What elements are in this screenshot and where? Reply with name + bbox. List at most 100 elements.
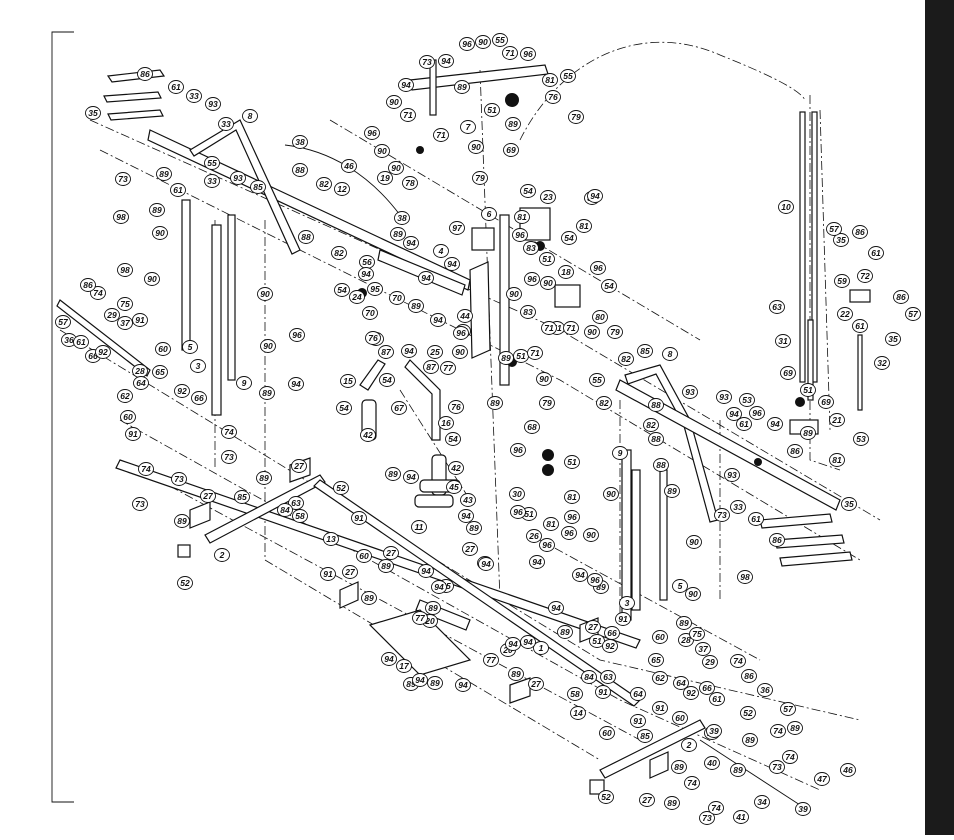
callout-number: 74: [733, 656, 743, 666]
callout-bubble: [412, 611, 428, 625]
callout-bubble: [177, 576, 193, 590]
part-callout-87: 87: [423, 360, 439, 374]
part-callout-88: 88: [648, 398, 664, 412]
callout-bubble: [191, 391, 207, 405]
callout-number: 89: [177, 516, 187, 526]
part-callout-70: 70: [362, 306, 378, 320]
callout-bubble: [125, 427, 141, 441]
callout-number: 89: [790, 723, 800, 733]
callout-number: 96: [752, 408, 762, 418]
part-callout-66: 66: [191, 391, 207, 405]
callout-bubble: [367, 282, 383, 296]
callout-bubble: [564, 510, 580, 524]
callout-number: 35: [88, 108, 98, 118]
callout-bubble: [730, 763, 746, 777]
callout-number: 54: [337, 285, 347, 295]
part-callout-94: 94: [412, 673, 428, 687]
part-callout-94: 94: [767, 417, 783, 431]
callout-number: 91: [618, 614, 628, 624]
part-callout-79: 79: [539, 396, 555, 410]
callout-bubble: [452, 345, 468, 359]
part-callout-41: 41: [733, 810, 749, 824]
callout-bubble: [205, 97, 221, 111]
callout-number: 90: [509, 289, 519, 299]
part-callout-79: 79: [607, 325, 623, 339]
callout-bubble: [412, 673, 428, 687]
callout-number: 98: [120, 265, 130, 275]
callout-number: 35: [836, 235, 846, 245]
callout-bubble: [741, 669, 757, 683]
part-callout-89: 89: [385, 467, 401, 481]
callout-number: 91: [323, 569, 333, 579]
callout-bubble: [868, 246, 884, 260]
callout-bubble: [533, 641, 549, 655]
callout-number: 55: [592, 375, 602, 385]
part-callout-86: 86: [137, 67, 153, 81]
callout-bubble: [826, 222, 842, 236]
part-callout-89: 89: [361, 591, 377, 605]
callout-bubble: [695, 642, 711, 656]
part-callout-90: 90: [686, 535, 702, 549]
callout-number: 82: [319, 179, 329, 189]
callout-number: 94: [361, 269, 371, 279]
part-callout-89: 89: [671, 760, 687, 774]
callout-number: 3: [196, 361, 201, 371]
part-callout-55: 55: [560, 69, 576, 83]
callout-number: 61: [173, 185, 183, 195]
part-callout-64: 64: [133, 376, 149, 390]
callout-bubble: [400, 108, 416, 122]
callout-number: 63: [603, 672, 613, 682]
part-callout-22: 22: [837, 307, 853, 321]
callout-number: 86: [83, 280, 93, 290]
callout-bubble: [509, 487, 525, 501]
part-callout-63: 63: [288, 496, 304, 510]
callout-bubble: [472, 171, 488, 185]
callout-bubble: [377, 171, 393, 185]
part-callout-90: 90: [475, 35, 491, 49]
callout-bubble: [852, 319, 868, 333]
callout-bubble: [411, 520, 427, 534]
callout-number: 87: [426, 362, 437, 372]
callout-number: 90: [147, 274, 157, 284]
callout-bubble: [113, 210, 129, 224]
part-callout-78: 78: [402, 176, 418, 190]
callout-bubble: [676, 616, 692, 630]
part-callout-56: 56: [359, 255, 375, 269]
callout-number: 33: [221, 119, 231, 129]
callout-bubble: [603, 487, 619, 501]
callout-bubble: [685, 587, 701, 601]
callout-number: 90: [543, 278, 553, 288]
part-callout-90: 90: [506, 287, 522, 301]
callout-number: 4: [438, 246, 444, 256]
callout-number: 41: [735, 812, 746, 822]
part-callout-57: 57: [55, 315, 71, 329]
callout-bubble: [524, 420, 540, 434]
callout-bubble: [648, 653, 664, 667]
part-callout-77: 77: [483, 653, 499, 667]
part-callout-21: 21: [829, 413, 845, 427]
callout-bubble: [104, 308, 120, 322]
callout-bubble: [558, 265, 574, 279]
callout-number: 91: [598, 687, 608, 697]
part-callout-73: 73: [115, 172, 131, 186]
callout-bubble: [292, 163, 308, 177]
part-callout-54: 54: [379, 373, 395, 387]
callout-number: 13: [326, 534, 336, 544]
part-callout-5: 5: [182, 340, 198, 354]
callout-number: 90: [587, 327, 597, 337]
part-callout-30: 30: [509, 487, 525, 501]
callout-number: 46: [343, 161, 354, 171]
callout-bubble: [117, 297, 133, 311]
part-callout-33: 33: [204, 174, 220, 188]
callout-number: 32: [877, 358, 887, 368]
callout-bubble: [510, 505, 526, 519]
callout-number: 67: [394, 403, 405, 413]
callout-number: 89: [393, 229, 403, 239]
callout-number: 89: [490, 398, 500, 408]
callout-number: 74: [773, 726, 783, 736]
part-callout-96: 96: [561, 526, 577, 540]
part-callout-24: 24: [349, 290, 365, 304]
part-callout-73: 73: [171, 472, 187, 486]
callout-number: 54: [604, 281, 614, 291]
